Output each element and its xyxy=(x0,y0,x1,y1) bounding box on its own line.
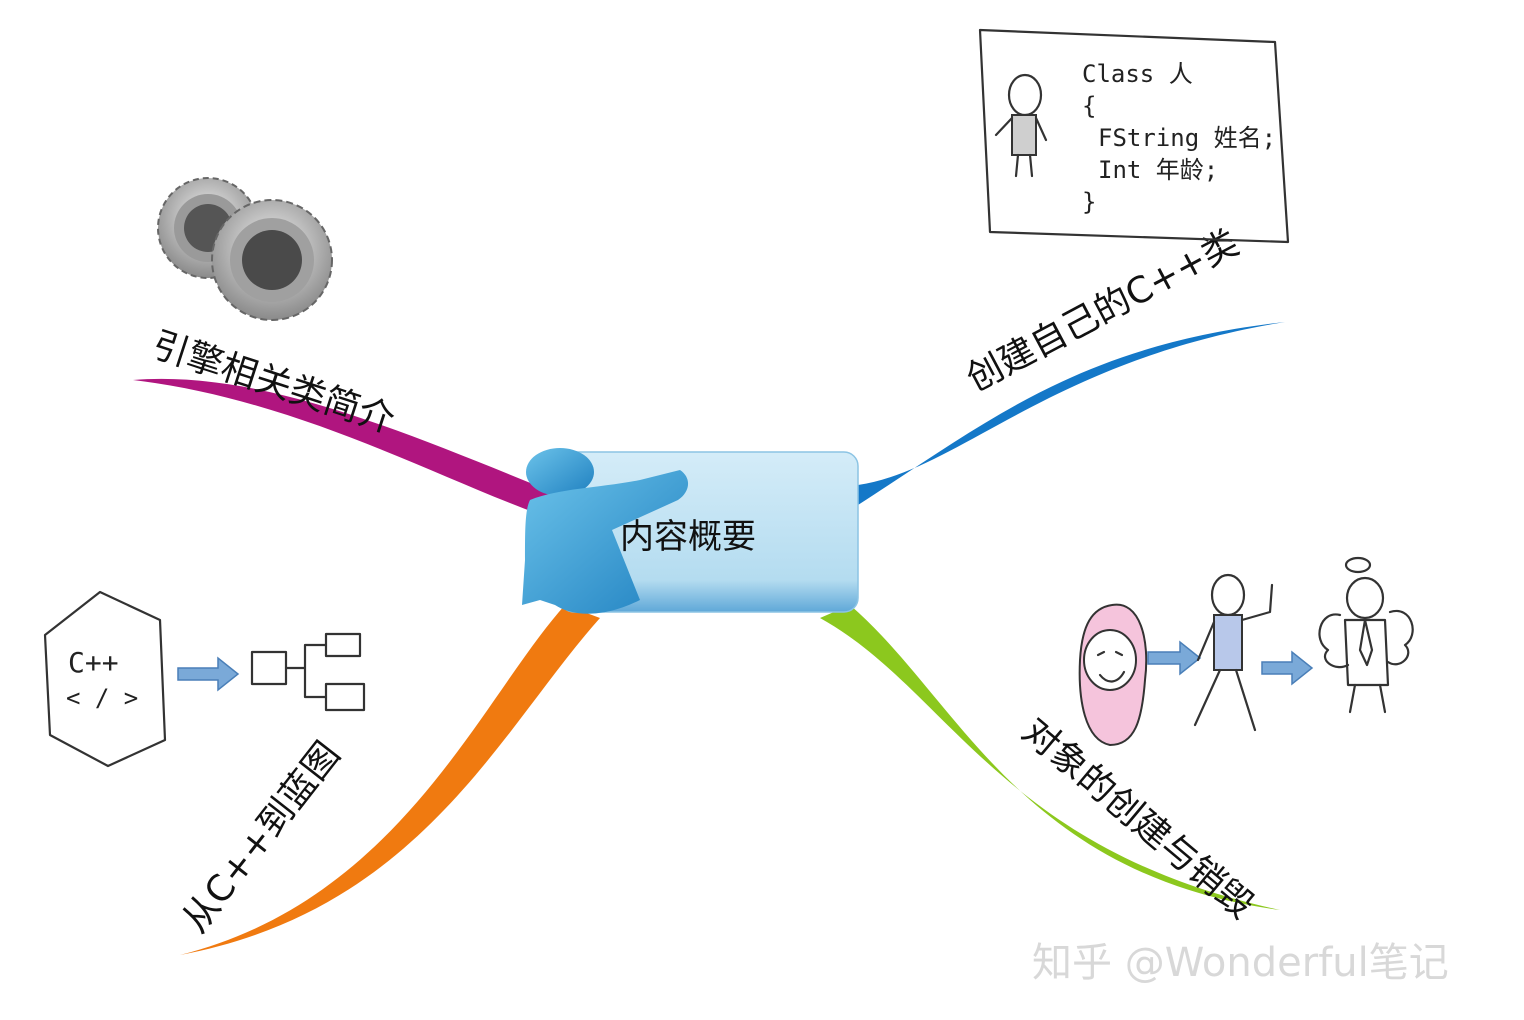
angel-figure-icon xyxy=(1318,556,1414,714)
blueprint-nodes-icon xyxy=(250,632,366,712)
stick-figure-icon xyxy=(994,73,1048,178)
branch-top-left-curve xyxy=(133,378,560,520)
class-line-5: } xyxy=(1082,188,1096,216)
baby-icon xyxy=(1078,603,1148,747)
object-lifecycle-sketch xyxy=(1078,556,1414,747)
walking-figure-icon xyxy=(1193,573,1274,732)
class-line-4: Int 年龄; xyxy=(1098,156,1218,184)
cpp-sketch-line-1: C++ xyxy=(68,646,119,679)
center-label: 内容概要 xyxy=(620,517,756,557)
branch-bottom-right-curve xyxy=(820,605,1280,910)
class-line-3: FString 姓名; xyxy=(1098,124,1276,152)
class-line-1: Class 人 xyxy=(1082,60,1193,88)
arrow-icon xyxy=(1261,650,1314,686)
person-pointer-icon xyxy=(522,448,689,614)
cpp-to-blueprint-sketch: C++ < / > xyxy=(43,590,366,768)
branch-label-cpp-to-blueprint: 从C++到蓝图 xyxy=(175,734,349,940)
arrow-icon xyxy=(1147,640,1202,676)
cpp-sketch-line-2: < / > xyxy=(66,684,138,712)
arrow-icon xyxy=(177,656,240,692)
class-line-2: { xyxy=(1082,92,1096,120)
class-sketch: Class 人 { FString 姓名; Int 年龄; } xyxy=(978,28,1290,244)
branch-bottom-left-curve xyxy=(180,605,600,955)
watermark: 知乎 @Wonderful笔记 xyxy=(1032,940,1449,986)
gears-icon xyxy=(157,177,333,321)
branch-label-object-lifecycle: 对象的创建与销毁 xyxy=(1014,710,1261,927)
